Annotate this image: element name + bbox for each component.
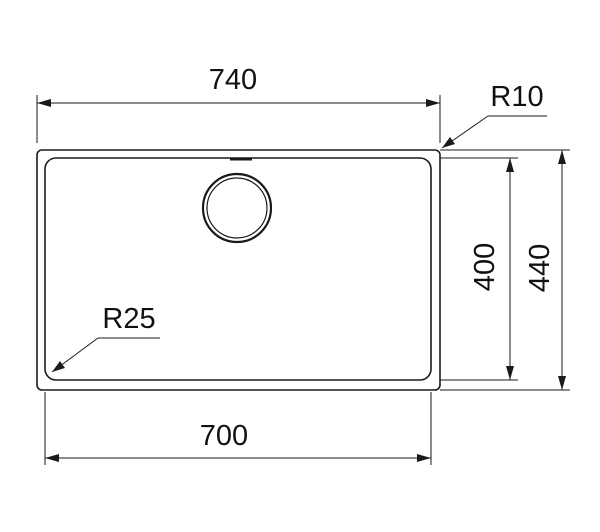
bowl-depth-label: 400 [469, 243, 501, 291]
sink-outer-outline [36, 149, 441, 391]
outer-radius-label: R10 [490, 81, 543, 113]
overall-depth-label: 440 [524, 244, 556, 292]
drain-icon [201, 172, 273, 244]
dimension-overall-depth: 440 [440, 149, 570, 391]
dimension-bowl-depth: 400 [440, 157, 518, 381]
leader-inner-radius: R25 [51, 303, 160, 373]
sink-bowl-outline [44, 157, 432, 381]
bowl-width-label: 700 [200, 420, 248, 452]
dimension-bowl-width: 700 [44, 392, 432, 465]
leader-outer-radius: R10 [441, 81, 547, 149]
dimension-overall-width: 740 [36, 64, 441, 143]
inner-radius-label: R25 [102, 303, 155, 335]
overall-width-label: 740 [209, 64, 257, 96]
